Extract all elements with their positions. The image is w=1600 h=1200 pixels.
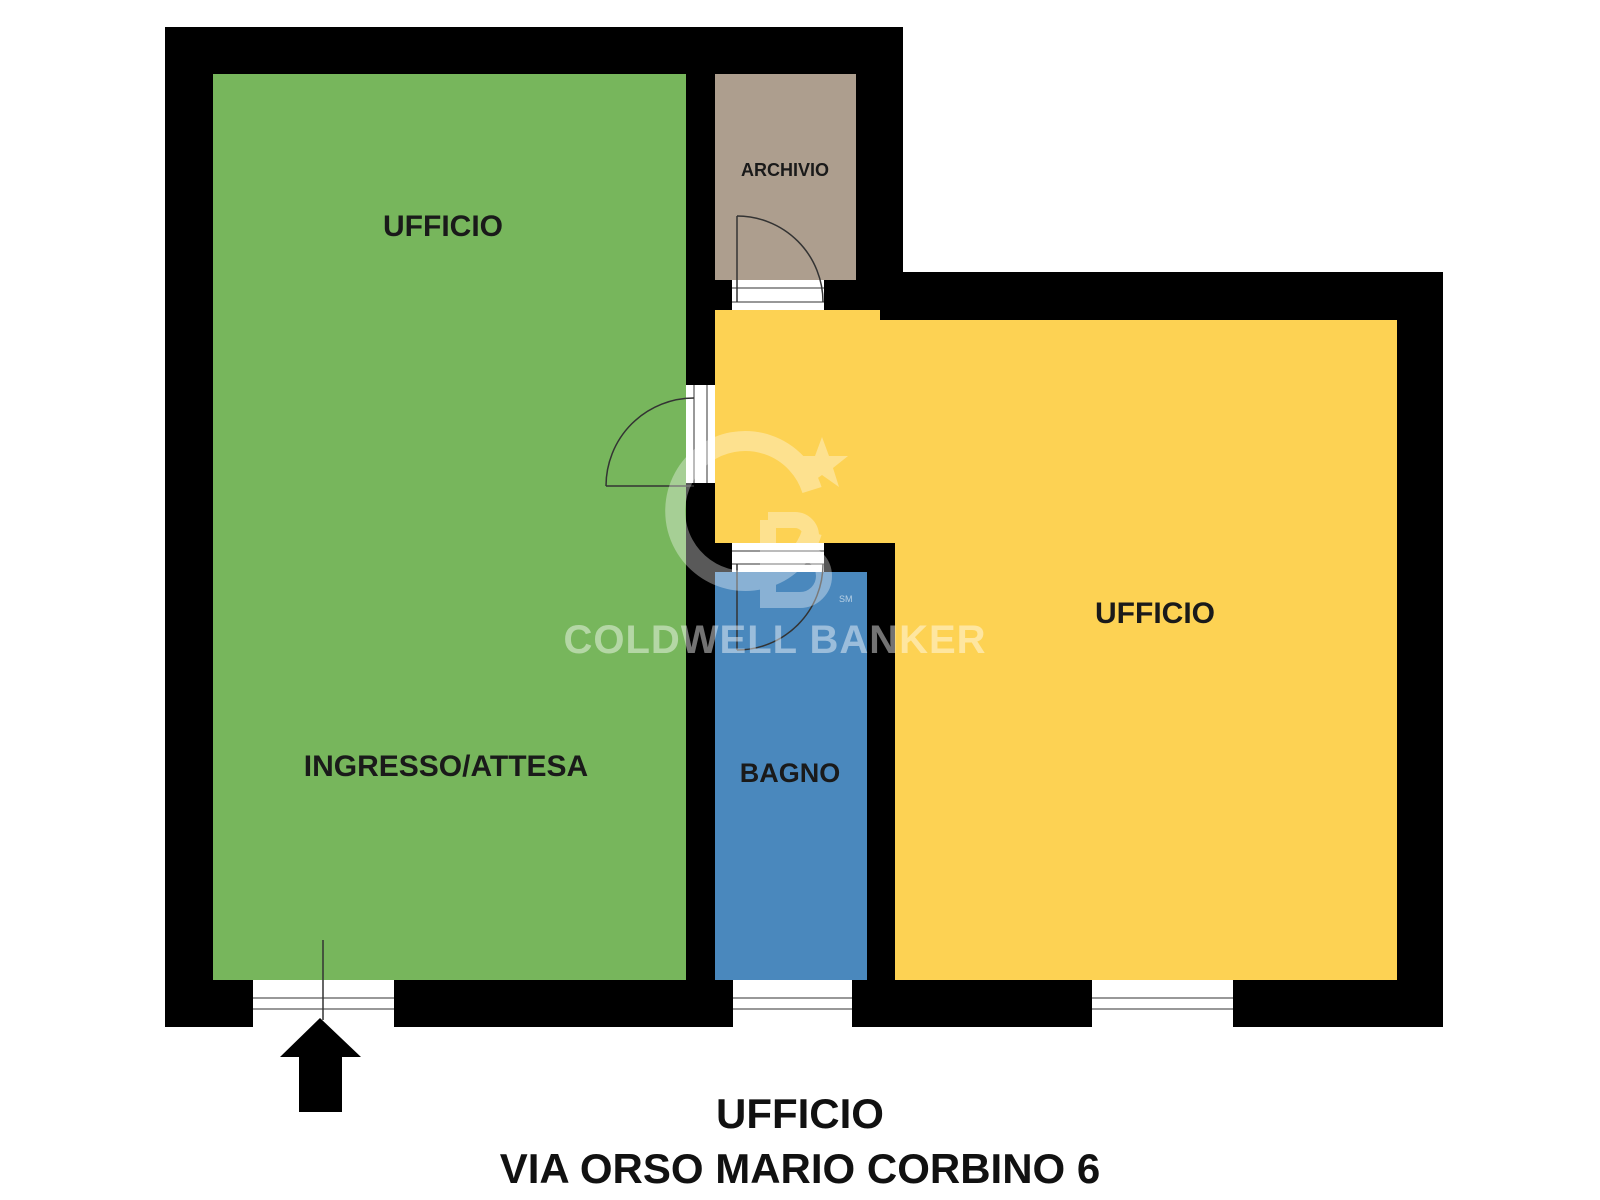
window-bagno — [733, 980, 852, 1027]
room-label-ufficio-2: UFFICIO — [1095, 597, 1215, 630]
room-label-bagno: BAGNO — [740, 758, 841, 788]
caption-address: VIA ORSO MARIO CORBINO 6 — [499, 1145, 1101, 1192]
room-ufficio-2 — [715, 310, 1397, 980]
watermark-text: COLDWELL BANKER — [563, 618, 986, 662]
caption-title: UFFICIO — [716, 1090, 884, 1137]
room-bagno — [715, 572, 867, 980]
door-ufficio-1 — [605, 385, 715, 487]
room-ufficio-ingresso — [213, 74, 686, 980]
room-archivio — [715, 74, 856, 280]
room-label-ingresso-attesa: INGRESSO/ATTESA — [304, 750, 588, 783]
door-bagno — [732, 543, 824, 651]
room-label-archivio: ARCHIVIO — [741, 160, 829, 180]
entrance-arrow-icon — [280, 1018, 361, 1112]
window-ufficio-2 — [1092, 980, 1233, 1027]
watermark-sm-mark: SM — [839, 594, 853, 604]
cb-star-logo-icon — [665, 431, 848, 608]
room-label-ufficio-1: UFFICIO — [383, 210, 503, 243]
door-archivio — [732, 215, 824, 310]
